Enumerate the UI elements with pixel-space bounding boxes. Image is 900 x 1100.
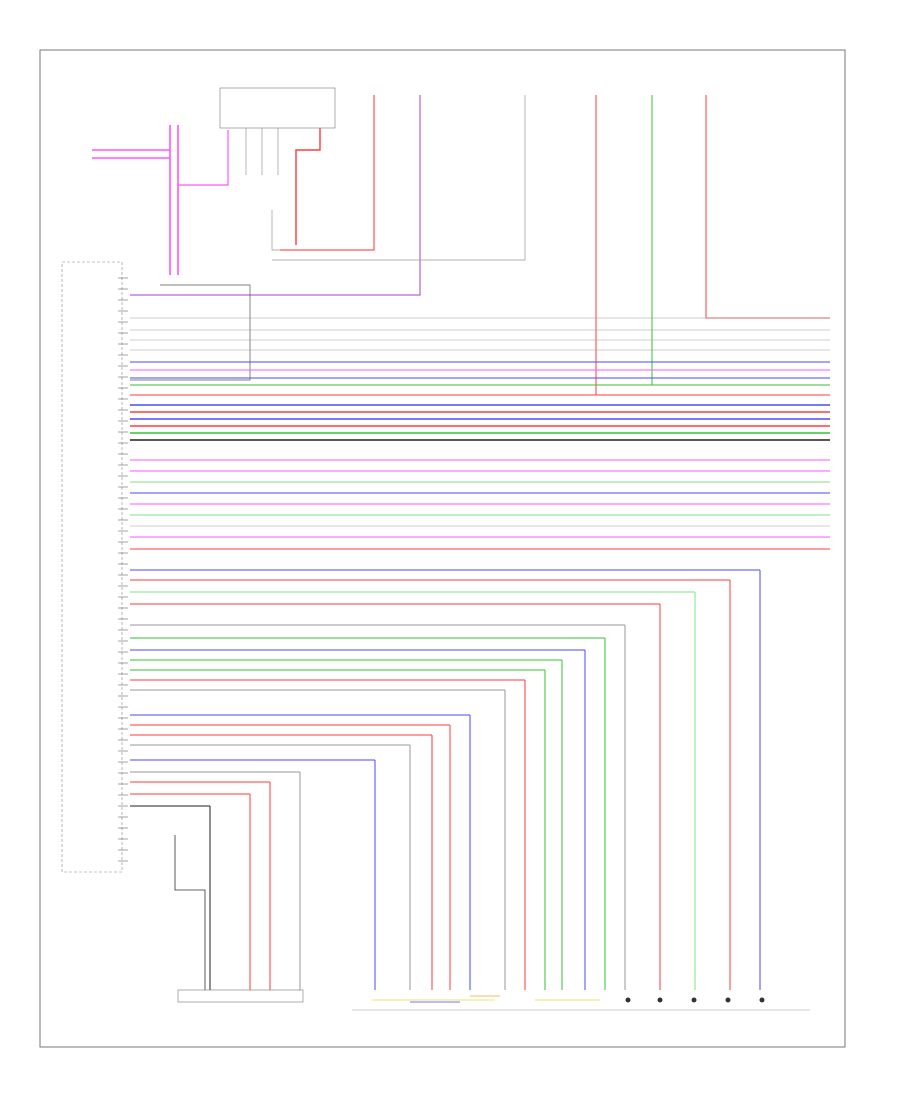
top-left-components [92, 87, 830, 396]
connector-pin [657, 997, 663, 1003]
transmission-assembly [352, 995, 810, 1011]
left-sensor-assembly [174, 835, 304, 1003]
connector-pin [691, 997, 697, 1003]
ecu-connector-outline [61, 261, 123, 873]
ecu-pin-markers [118, 277, 128, 862]
connector-pin [625, 997, 631, 1003]
diagram-frame [39, 49, 846, 1048]
connector-pin [759, 997, 765, 1003]
harness-lines [130, 317, 830, 807]
connector-pin [725, 997, 731, 1003]
drop-lines [209, 570, 765, 1003]
